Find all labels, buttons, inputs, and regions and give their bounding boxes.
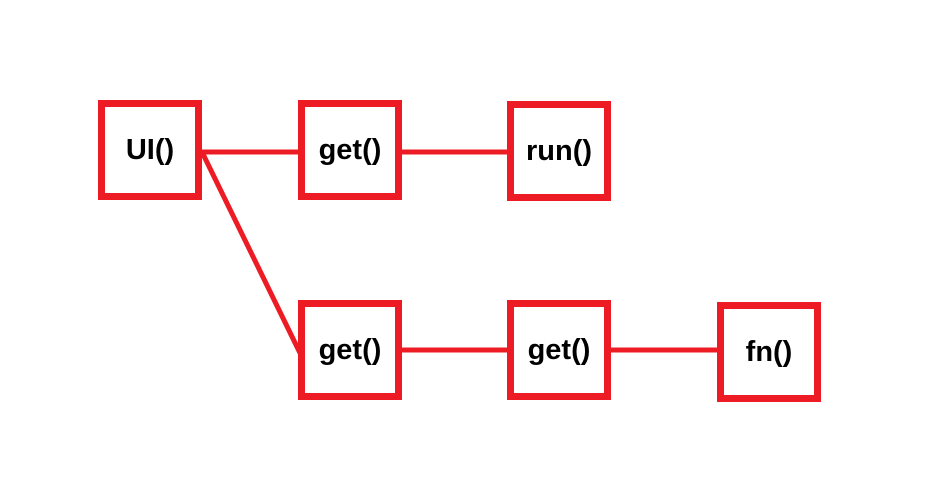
node-get-top: get() — [298, 100, 402, 200]
node-fn-label: fn() — [745, 335, 793, 368]
node-ui-label: UI() — [125, 133, 175, 166]
node-ui: UI() — [98, 100, 202, 200]
node-get-bottom2: get() — [507, 300, 611, 400]
node-get-top-label: get() — [318, 133, 382, 166]
node-get-bottom2-label: get() — [527, 333, 591, 366]
node-get-bottom1: get() — [298, 300, 402, 400]
node-run: run() — [507, 101, 611, 201]
node-fn: fn() — [717, 302, 821, 402]
edge-ui-to-get-bottom1 — [199, 150, 303, 355]
node-get-bottom1-label: get() — [318, 333, 382, 366]
node-run-label: run() — [525, 134, 593, 167]
